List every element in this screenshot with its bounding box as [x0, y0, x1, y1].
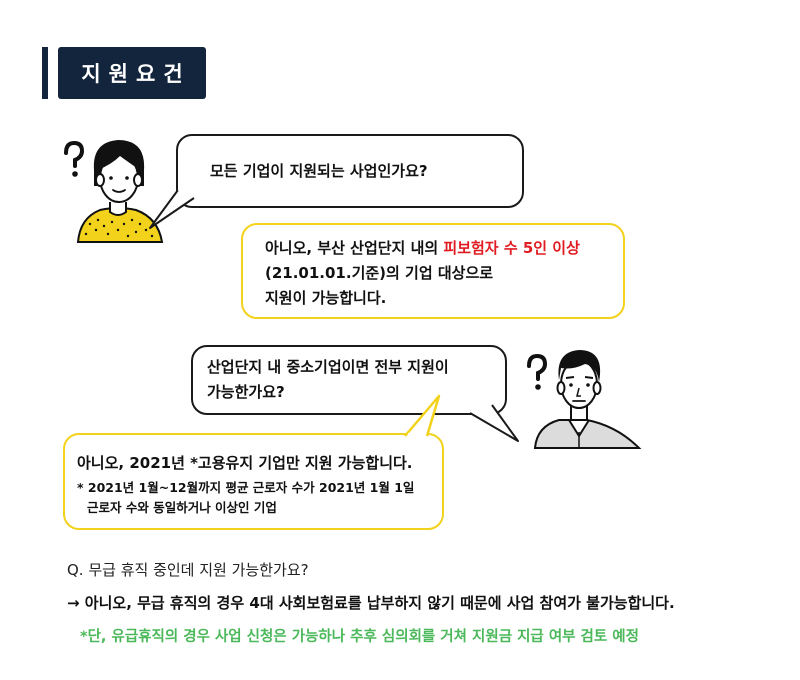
bubble-tail [149, 189, 195, 229]
answer-2-note-line-1: * 2021년 1월~12월까지 평균 근로자 수가 2021년 1월 1일 [77, 480, 415, 495]
man-avatar [527, 350, 642, 449]
answer-1-highlight: 피보험자 수 5인 이상 [443, 239, 580, 257]
bubble-tail [469, 404, 519, 442]
answer-bubble-1: 아니오, 부산 산업단지 내의 피보험자 수 5인 이상 (21.01.01.기… [241, 223, 625, 319]
answer-1-line-2: (21.01.01.기준)의 기업 대상으로 [265, 264, 494, 282]
faq-answer: → 아니오, 무급 휴직의 경우 4대 사회보험료를 납부하지 않기 때문에 사… [67, 594, 675, 612]
answer-2-note-line-2: 근로자 수와 동일하거나 이상인 기업 [87, 500, 277, 515]
woman-avatar [64, 140, 164, 243]
question-mark-icon [527, 353, 548, 390]
question-bubble-1: 모든 기업이 지원되는 사업인가요? [176, 134, 524, 208]
answer-bubble-2: 아니오, 2021년 *고용유지 기업만 지원 가능합니다. * 2021년 1… [63, 433, 444, 530]
question-2-line-2: 가능한가요? [207, 383, 285, 401]
question-1-text: 모든 기업이 지원되는 사업인가요? [210, 162, 428, 180]
answer-1-prefix: 아니오, 부산 산업단지 내의 [265, 239, 444, 257]
question-2-line-1: 산업단지 내 중소기업이면 전부 지원이 [207, 358, 449, 376]
question-mark-icon [64, 140, 85, 177]
faq-question: Q. 무급 휴직 중인데 지원 가능한가요? [67, 561, 309, 579]
answer-2-line-1: 아니오, 2021년 *고용유지 기업만 지원 가능합니다. [77, 454, 413, 472]
bubble-tail [404, 394, 441, 441]
question-bubble-2: 산업단지 내 중소기업이면 전부 지원이 가능한가요? [191, 345, 507, 415]
header-accent-bar [42, 47, 48, 99]
faq-note: *단, 유급휴직의 경우 사업 신청은 가능하나 추후 심의회를 거쳐 지원금 … [80, 629, 639, 645]
answer-1-line-3: 지원이 가능합니다. [265, 289, 387, 307]
answer-1-line-1: 아니오, 부산 산업단지 내의 피보험자 수 5인 이상 [265, 236, 580, 261]
section-title: 지원요건 [58, 47, 206, 99]
